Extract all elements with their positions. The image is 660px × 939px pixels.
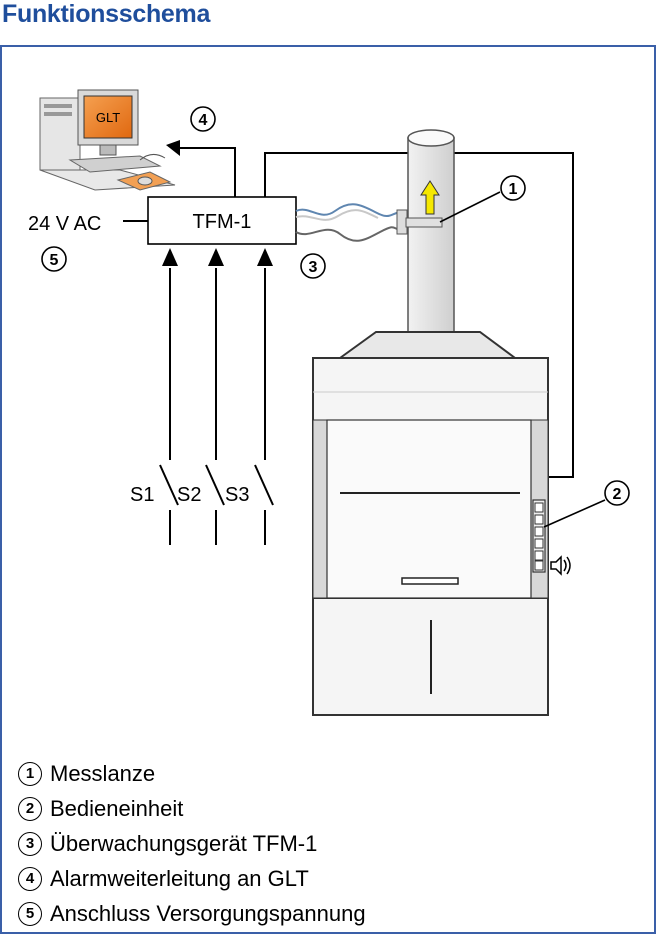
switch-label-s3: S3 (225, 484, 249, 506)
legend-number: 3 (18, 831, 42, 856)
legend-number: 2 (18, 796, 42, 821)
control-unit (532, 499, 606, 573)
callout-4: 4 (190, 106, 216, 132)
legend-item: 5 Anschluss Versorgungspannung (18, 896, 366, 931)
legend: 1 Messlanze 2 Bedieneinheit 3 Überwachun… (18, 756, 366, 931)
sensor-cable (295, 203, 401, 242)
switch-label-s1: S1 (130, 484, 154, 506)
exhaust-pipe (407, 129, 455, 333)
callout-2: 2 (604, 480, 630, 506)
wiring (123, 147, 574, 545)
speaker-icon (550, 555, 571, 576)
callout-1: 1 (500, 175, 526, 201)
legend-text: Anschluss Versorgungspannung (50, 900, 366, 926)
svg-text:4: 4 (199, 112, 208, 129)
svg-text:1: 1 (509, 181, 518, 198)
page-title: Funktionsschema (2, 0, 211, 28)
legend-text: Überwachungsgerät TFM-1 (50, 830, 318, 856)
power-label: 24 V AC (28, 213, 101, 235)
legend-text: Messlanze (50, 760, 156, 786)
computer-icon (39, 89, 176, 191)
tfm-box (147, 196, 297, 245)
legend-item: 4 Alarmweiterleitung an GLT (18, 861, 366, 896)
measuring-lance (396, 191, 501, 235)
airflow-arrow-icon (420, 180, 440, 215)
glt-screen-label: GLT (96, 110, 120, 125)
legend-number: 4 (18, 866, 42, 891)
fume-hood (312, 331, 549, 716)
diagram-frame (0, 45, 656, 934)
callout-5: 5 (41, 246, 67, 272)
svg-text:5: 5 (50, 252, 59, 269)
legend-text: Alarmweiterleitung an GLT (50, 865, 309, 891)
legend-item: 1 Messlanze (18, 756, 366, 791)
legend-item: 3 Überwachungsgerät TFM-1 (18, 826, 366, 861)
legend-item: 2 Bedieneinheit (18, 791, 366, 826)
callout-3: 3 (300, 253, 326, 279)
svg-text:2: 2 (613, 486, 622, 503)
legend-number: 5 (18, 901, 42, 926)
svg-text:3: 3 (309, 259, 318, 276)
arrowheads (162, 140, 273, 266)
switch-label-s2: S2 (177, 484, 201, 506)
legend-text: Bedieneinheit (50, 795, 184, 821)
legend-number: 1 (18, 761, 42, 786)
tfm-box-label: TFM-1 (193, 211, 252, 233)
